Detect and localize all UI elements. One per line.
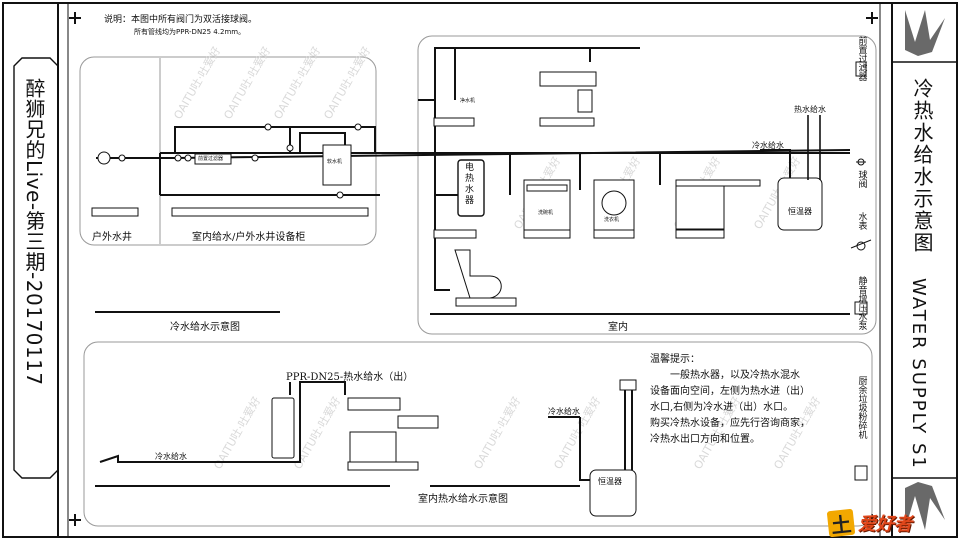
svg-text:OAITU吐·吐爱好: OAITU吐·吐爱好 — [470, 394, 523, 472]
water-meter-icon: 水表 — [856, 212, 867, 230]
brand-logo: 土 爱好者 — [826, 508, 946, 537]
left-title: 醉狮兄的Live-第三期-20170117 — [22, 78, 46, 386]
prefilter-small-label: 前置过滤器 — [198, 156, 224, 162]
tip-line: 购买冷热水设备，应先行咨询商家， — [650, 418, 810, 429]
indoor-cabinet-label: 室内给水/户外水井设备柜 — [192, 232, 306, 243]
tip-title: 温馨提示： — [650, 354, 700, 365]
constant-temp-label: 恒温器 — [788, 207, 812, 216]
note-line-2: 所有管线均为PPR-DN25 4.2mm。 — [134, 28, 246, 36]
purifier-small-label: 净水机 — [460, 98, 476, 104]
legend-prefilter: 前置过滤器 — [848, 36, 876, 81]
cold-water-supply-label: 冷水给水 — [752, 141, 784, 150]
hot-constant-temp-label: 恒温器 — [598, 477, 622, 486]
svg-text:OAITU吐·吐爱好: OAITU吐·吐爱好 — [290, 394, 343, 472]
svg-text:OAITU吐·吐爱好: OAITU吐·吐爱好 — [270, 44, 323, 122]
svg-text:OAITU吐·吐爱好: OAITU吐·吐爱好 — [170, 44, 223, 122]
outdoor-well-label: 户外水井 — [92, 232, 132, 243]
garbage-disposer-icon: 厨余垃圾粉碎机 — [856, 376, 867, 439]
right-title-en: WATER SUPPLY S1 — [908, 278, 929, 470]
dishwasher-label: 洗碗机 — [538, 210, 554, 216]
washer-label: 洗衣机 — [604, 217, 620, 223]
tip-line: 冷热水出口方向和位置。 — [650, 434, 760, 445]
hot-diagram-title: 室内热水给水示意图 — [418, 494, 508, 505]
svg-text:OAITU吐·吐爱好: OAITU吐·吐爱好 — [320, 44, 373, 122]
tip-line: 设备面向空间，左侧为热水进（出） — [650, 386, 810, 397]
hot-cold-supply-right-label: 冷水给水 — [548, 407, 580, 416]
electric-heater-label: 电热水器 — [465, 163, 475, 206]
legend-booster-pump: 静音增压水泵 — [848, 276, 876, 330]
cold-diagram-title: 冷水给水示意图 — [170, 322, 240, 333]
tip-block: 温馨提示： 一般热水器，以及冷热水混水 设备面向空间，左侧为热水进（出） 水口,… — [650, 352, 810, 448]
legend-water-meter: 水表 — [848, 212, 876, 230]
logo-text: 爱好者 — [858, 514, 912, 535]
ball-valve-icon: 球阀 — [856, 170, 867, 188]
softener-small-label: 软水机 — [327, 159, 343, 165]
hot-pipe-label: PPR-DN25-热水给水（出） — [286, 372, 414, 383]
right-title-cn: 冷热水给水示意图 — [910, 78, 934, 254]
indoor-label: 室内 — [608, 322, 628, 333]
booster-pump-icon: 静音增压水泵 — [856, 276, 867, 330]
legend-ball-valve: 球阀 — [848, 170, 876, 188]
tip-line: 水口,右侧为冷水进（出）水口。 — [650, 402, 794, 413]
prefilter-icon: 前置过滤器 — [856, 36, 867, 81]
svg-text:OAITU吐·吐爱好: OAITU吐·吐爱好 — [210, 394, 263, 472]
legend-garbage-disposer: 厨余垃圾粉碎机 — [848, 376, 876, 439]
hot-cold-supply-label: 冷水给水 — [155, 452, 187, 461]
tip-line: 一般热水器，以及冷热水混水 — [670, 370, 800, 381]
svg-text:OAITU吐·吐爱好: OAITU吐·吐爱好 — [220, 44, 273, 122]
hot-water-supply-label: 热水给水 — [794, 105, 826, 114]
logo-mark: 土 — [826, 508, 856, 537]
note-line-1: 说明：本图中所有阀门为双活接球阀。 — [104, 15, 258, 25]
